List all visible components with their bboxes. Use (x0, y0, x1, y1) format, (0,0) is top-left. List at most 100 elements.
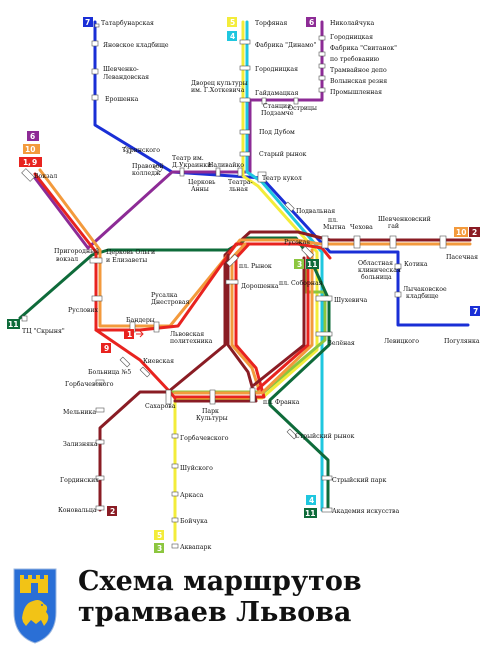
label-pravovoy-2: колледж (132, 170, 161, 177)
route-1-line (33, 172, 332, 332)
label-gordinskikh: Гординских (60, 477, 99, 484)
label-tserkov-olgi-2: и Елизаветы (106, 257, 147, 264)
label-ruslovykh: Руслових (68, 307, 99, 314)
label-shevch-gay-2: гай (388, 223, 399, 230)
label-lychakovskoe-2: кладбище (406, 293, 439, 300)
badge-10-right (454, 227, 468, 237)
label-obl-bolnitsa-1: Областная (358, 260, 393, 267)
arrow-icon (136, 330, 144, 338)
label-podvalnaya: Подвальная (296, 208, 335, 215)
badge-1-mid (124, 329, 134, 339)
badge-11-mid (306, 259, 319, 269)
svg-text:9: 9 (104, 344, 109, 353)
badge-4-bottom (306, 495, 316, 505)
ring-line-east-red (256, 252, 310, 391)
label-prigorodny-1: Пригородный (54, 248, 99, 255)
label-shevchenko-1: Шевченко- (103, 66, 139, 73)
label-tserkov-anny-1: Церковь (188, 179, 216, 186)
label-tserkov-olgi-1: Церковь Ольги (106, 249, 155, 256)
label-stary-rynok: Старый рынок (259, 151, 307, 158)
label-obl-bolnitsa-2: клиническая (358, 267, 401, 274)
label-teatr-ukr-1: Театр им. (172, 155, 204, 162)
label-lviv-poly-1: Львовская (170, 331, 204, 338)
station-labels: Татарбунарская Яновское кладбище Шевченк… (22, 20, 480, 551)
svg-text:4: 4 (309, 496, 314, 505)
svg-text:11: 11 (305, 509, 315, 518)
badge-5-bottom (154, 530, 164, 540)
label-konovaltsa: Коновальца (58, 507, 97, 514)
badge-6-top (306, 17, 316, 27)
label-gorodnitskaya: Городницкая (255, 66, 298, 73)
label-nikolaychuka: Николайчука (330, 20, 374, 27)
label-shevch-gay-1: Шевченковский (378, 216, 431, 223)
map-title-line-1: Схема маршрутов (78, 566, 362, 597)
badge-10-left (23, 144, 40, 154)
label-mytna-2: Мытна (323, 224, 346, 231)
label-rusalka-1: Русалка (151, 292, 178, 299)
label-svitanok: Фабрика "Свитанок" (330, 45, 397, 52)
label-pod-dubom: Под Дубом (259, 129, 295, 136)
route-9-line (94, 328, 177, 400)
label-akvapark: Аквапарк (180, 544, 211, 551)
label-tatarbunarskaya: Татарбунарская (101, 20, 154, 27)
label-dvorets-2: им. Г.Хоткевича (191, 87, 245, 94)
badge-3-mid (294, 259, 304, 269)
label-bandery: Бандеры (126, 317, 155, 324)
label-tram-depot: Трамвайное депо (330, 67, 387, 74)
svg-text:11: 11 (8, 320, 18, 329)
svg-text:10: 10 (25, 145, 35, 154)
label-prigorodny-2: вокзал (56, 256, 78, 263)
svg-text:7: 7 (473, 307, 478, 316)
badge-11-bottom (304, 508, 317, 518)
label-lychakovskoe-1: Лычаковское (403, 286, 447, 293)
label-po-treb: по требованию (330, 56, 380, 63)
svg-text:1: 1 (127, 330, 132, 339)
badge-2-bottom (107, 506, 117, 516)
badge-11-left (7, 319, 20, 329)
label-kievskaya: Киевская (143, 358, 174, 365)
label-vokzal: Вокзал (34, 173, 57, 180)
label-obl-bolnitsa-3: больница (361, 274, 392, 281)
svg-text:6: 6 (309, 18, 314, 27)
badge-7-right (470, 306, 480, 316)
svg-text:11: 11 (307, 260, 317, 269)
label-sakharova: Сахарова (145, 403, 176, 410)
coat-of-arms-icon (13, 568, 57, 644)
badge-6-left (27, 131, 39, 141)
label-gorbachevskogo-s: Горбачевского (180, 435, 229, 442)
badge-3-bottom (154, 543, 164, 553)
label-pl-sobornaya: пл. Соборная (279, 280, 323, 287)
badge-5-top (227, 17, 237, 27)
label-tserkov-anny-2: Анны (191, 186, 209, 193)
badge-4-top (227, 31, 237, 41)
label-pogulyanka: Погулянка (444, 338, 480, 345)
label-arkasa: Аркаса (180, 492, 204, 499)
label-vol-rezn: Волынская резня (330, 78, 387, 85)
badge-7-top (83, 17, 93, 27)
svg-text:1: 1 (23, 158, 28, 167)
label-dvorets-1: Дворец культуры (191, 80, 248, 87)
route-10-line (38, 168, 472, 328)
label-pravovoy-1: Правовой (132, 163, 164, 170)
label-promyshlennaya: Промышленная (330, 89, 382, 96)
svg-text:6: 6 (30, 132, 35, 141)
label-gorbachevskogo-l: Горбачевского (65, 381, 114, 388)
ring-line-red (173, 242, 266, 399)
label-pl-franka: пл. Франка (263, 399, 300, 406)
label-lviv-poly-2: политехника (170, 338, 213, 345)
label-doroshenka: Дорошенка (241, 283, 279, 290)
label-park-kult-2: Культуры (196, 415, 228, 422)
svg-text:10: 10 (456, 228, 466, 237)
svg-text:5: 5 (230, 18, 235, 27)
badge-9-mid (101, 343, 111, 353)
route-2-line (98, 230, 472, 512)
label-akademiya: Академия искусства (332, 508, 399, 515)
label-erosh: Ерошенка (105, 96, 139, 103)
svg-text:5: 5 (157, 531, 162, 540)
label-ostrovnitsy: Острицы (288, 105, 317, 112)
label-station-1: Станция (263, 103, 291, 110)
label-zelenaya: Зелёная (328, 340, 355, 347)
label-boychuka: Бойчука (180, 518, 208, 525)
